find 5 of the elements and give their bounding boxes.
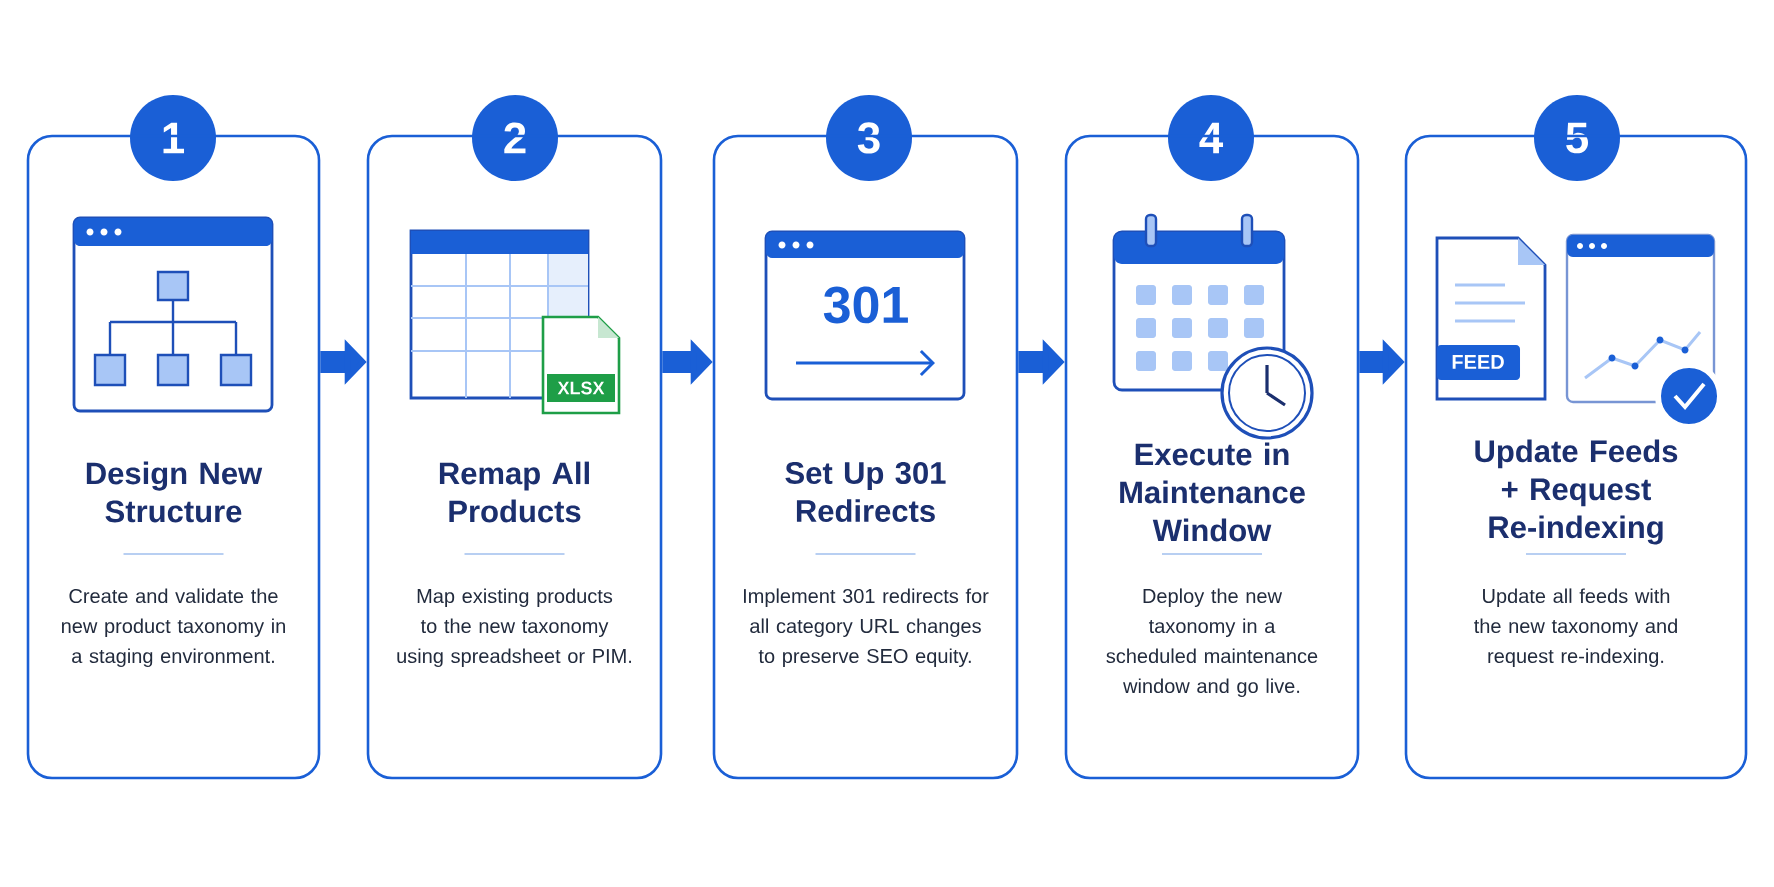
step-number: 2 [472,95,558,181]
icon-label: FEED [1452,355,1504,369]
icon-label: XLSX [557,381,605,395]
step-number: 1 [130,95,216,181]
icon-label: 301 [823,286,908,324]
